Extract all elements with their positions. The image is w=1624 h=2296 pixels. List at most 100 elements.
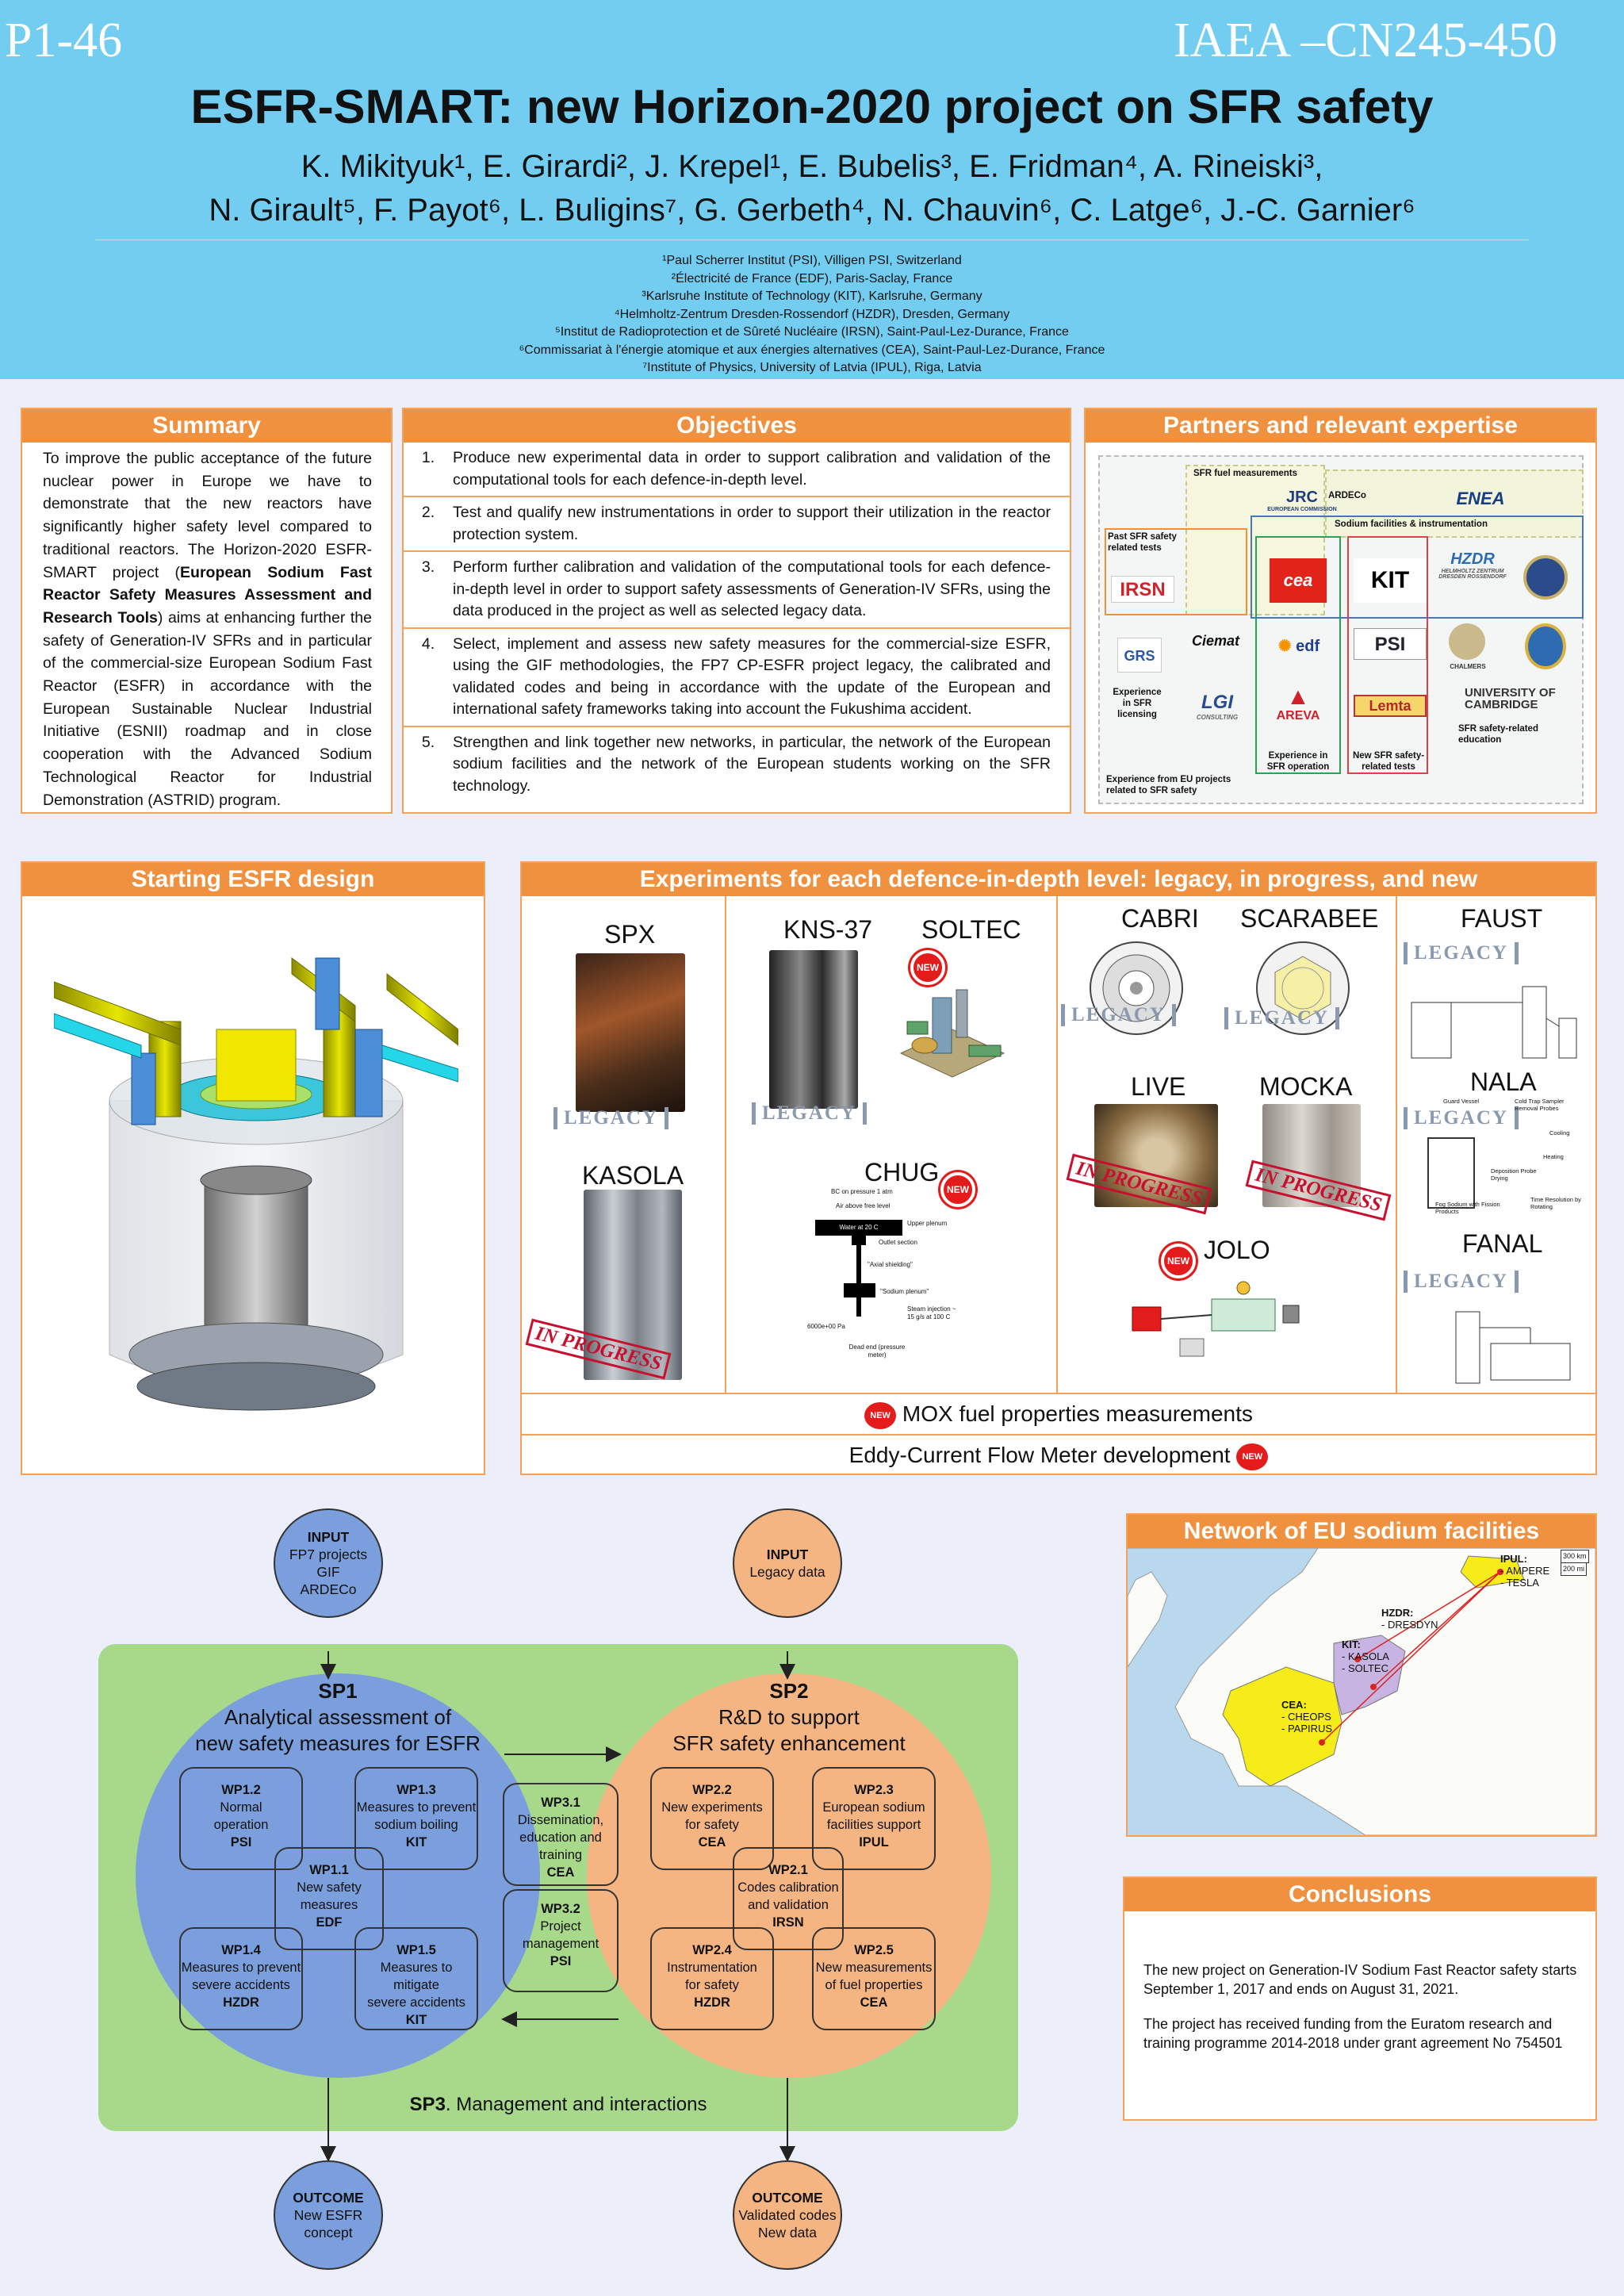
column-divider	[1396, 896, 1397, 1393]
spx-photo	[576, 953, 685, 1112]
fanal-label: FANAL	[1462, 1229, 1543, 1258]
group-ardeco	[1325, 470, 1584, 538]
affiliation: ⁴Helmholtz-Zentrum Dresden-Rossendorf (H…	[614, 307, 1010, 321]
objective-item: 2.Test and qualify new instrumentations …	[404, 497, 1070, 552]
irsn-logo: IRSN	[1111, 576, 1174, 603]
partners-diagram: SFR fuel measurements ARDECo Sodium faci…	[1098, 455, 1584, 804]
label-new-tests: New SFR safety-related tests	[1352, 751, 1425, 772]
scale-mi: 200 mi	[1561, 1562, 1588, 1576]
partners-panel: Partners and relevant expertise SFR fuel…	[1084, 408, 1597, 814]
chug-schematic: BC on pressure 1 atm Air above free leve…	[807, 1188, 956, 1359]
network-heading: Network of EU sodium facilities	[1128, 1515, 1595, 1548]
ciemat-logo: Ciemat	[1191, 633, 1240, 649]
summary-text: To improve the public acceptance of the …	[43, 450, 373, 809]
scale-km: 300 km	[1561, 1550, 1589, 1563]
chug-label: CHUG	[864, 1158, 940, 1186]
poster-title: ESFR-SMART: new Horizon-2020 project on …	[190, 80, 1434, 133]
lemta-logo: Lemta	[1354, 695, 1427, 717]
objectives-panel: Objectives 1.Produce new experimental da…	[402, 408, 1071, 814]
conclusions-heading: Conclusions	[1124, 1878, 1595, 1911]
conclusions-p2: The project has received funding from th…	[1143, 2016, 1563, 2051]
psi-logo: PSI	[1354, 628, 1427, 660]
column-divider	[725, 896, 726, 1393]
legacy-badge: LEGACY	[1404, 1107, 1519, 1129]
kit-map-label: KIT:- KASOLA- SOLTEC	[1342, 1639, 1389, 1674]
experiments-panel: Experiments for each defence-in-depth le…	[520, 861, 1597, 1475]
fanal-schematic	[1455, 1311, 1571, 1384]
live-photo	[1094, 1104, 1218, 1207]
enea-logo: ENEA	[1456, 489, 1505, 508]
objective-item: 4.Select, implement and assess new safet…	[404, 629, 1070, 727]
chalmers-seal	[1449, 623, 1485, 660]
soltec-schematic	[899, 989, 1005, 1078]
affiliation: ¹Paul Scherrer Institut (PSI), Villigen …	[662, 254, 962, 267]
scarabee-label: SCARABEE	[1240, 904, 1379, 933]
europe-map: 300 km 200 mi IPUL:- AMPERE- TESLA HZDR:…	[1128, 1548, 1595, 1835]
cambridge-logo: UNIVERSITY OF CAMBRIDGE	[1465, 686, 1556, 711]
mocka-label: MOCKA	[1259, 1072, 1353, 1101]
spx-label: SPX	[604, 920, 656, 949]
legacy-badge: LEGACY	[1224, 1007, 1339, 1029]
group-sodium	[1251, 516, 1584, 619]
affiliation: ³Karlsruhe Institute of Technology (KIT)…	[642, 289, 982, 303]
label-eu-projects: Experience from EU projects related to S…	[1106, 775, 1231, 795]
objectives-list: 1.Produce new experimental data in order…	[404, 443, 1070, 802]
objective-item: 5.Strengthen and link together new netwo…	[421, 733, 1051, 795]
faust-label: FAUST	[1461, 904, 1543, 933]
label-fuel: SFR fuel measurements	[1193, 469, 1298, 478]
ecfm-text: Eddy-Current Flow Meter development	[848, 1443, 1231, 1467]
new-badge: NEW	[910, 950, 945, 985]
legacy-badge: LEGACY	[1404, 1271, 1519, 1293]
mox-row: NEW MOX fuel properties measurements	[522, 1396, 1595, 1432]
conclusions-p1: The new project on Generation-IV Sodium …	[1143, 1962, 1577, 1997]
esfr-design-panel: Starting ESFR design	[21, 861, 485, 1475]
esfr-design-heading: Starting ESFR design	[22, 863, 484, 896]
label-licensing: Experience in SFR licensing	[1113, 688, 1162, 719]
new-badge: NEW	[940, 1172, 975, 1207]
cea-map-label: CEA:- CHEOPS- PAPIRUS	[1281, 1699, 1333, 1734]
affiliation: ⁵Institut de Radioprotection et de Sûret…	[555, 325, 1069, 339]
kit-logo: KIT	[1354, 558, 1427, 603]
experiments-heading: Experiments for each defence-in-depth le…	[522, 863, 1595, 896]
workflow-arrows	[320, 1651, 795, 2162]
kns37-label: KNS-37	[783, 915, 873, 944]
legacy-badge: LEGACY	[553, 1107, 668, 1129]
poster-id-right: IAEA –CN245-450	[1174, 13, 1557, 67]
group-operation	[1255, 536, 1341, 774]
hzdr-label: HZDR:- DRESDYN	[1381, 1607, 1438, 1631]
soltec-label: SOLTEC	[921, 915, 1021, 944]
objectives-heading: Objectives	[404, 409, 1070, 443]
objective-item: 1.Produce new experimental data in order…	[404, 443, 1070, 497]
ecfm-row: Eddy-Current Flow Meter development NEW	[522, 1437, 1595, 1474]
affiliation: ⁷Institute of Physics, University of Lat…	[642, 361, 982, 374]
row-divider	[522, 1434, 1595, 1435]
sp3-label: SP3. Management and interactions	[409, 2094, 707, 2115]
legacy-badge: LEGACY	[1061, 1004, 1176, 1026]
affiliation: ⁶Commissariat à l'énergie atomique et au…	[519, 343, 1105, 357]
mocka-photo	[1262, 1104, 1361, 1207]
jolo-label: JOLO	[1204, 1236, 1270, 1264]
sp1-circle	[136, 1673, 540, 2078]
cabri-label: CABRI	[1121, 904, 1199, 933]
jolo-schematic	[1132, 1281, 1300, 1357]
group-past-tests	[1105, 528, 1247, 615]
authors-line-2: N. Girault⁵, F. Payot⁶, L. Buligins⁷, G.…	[209, 193, 1415, 228]
edf-logo: ✺ edf	[1277, 638, 1320, 655]
affiliations: ¹Paul Scherrer Institut (PSI), Villigen …	[0, 252, 1624, 378]
ipul-label: IPUL:- AMPERE- TESLA	[1500, 1553, 1550, 1589]
